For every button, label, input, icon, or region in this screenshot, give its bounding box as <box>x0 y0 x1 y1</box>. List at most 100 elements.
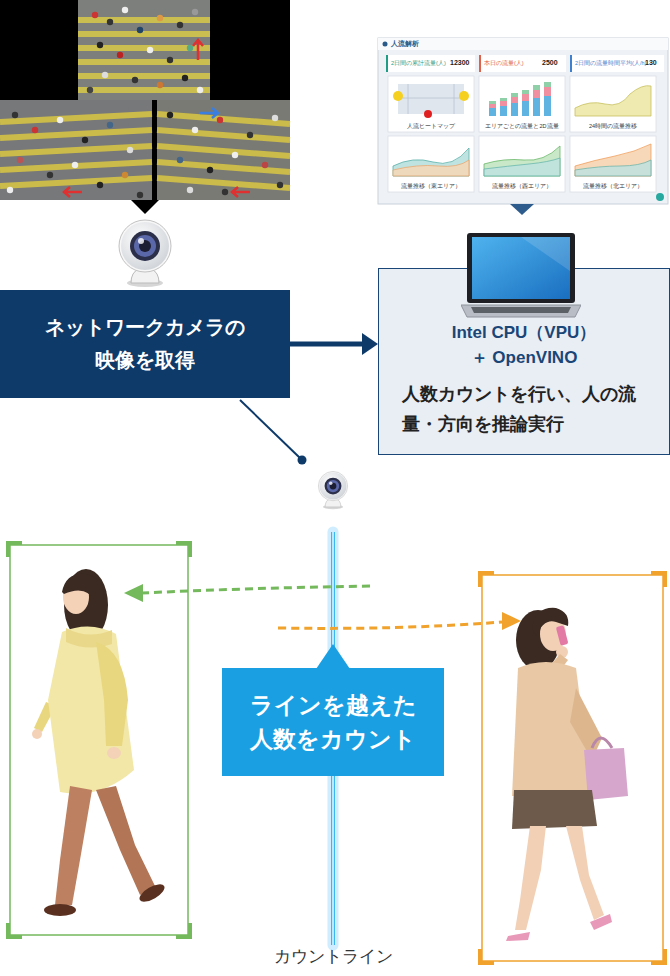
dashboard-screenshot <box>570 136 656 192</box>
crowd-photo <box>272 115 278 121</box>
crowd-photo <box>177 157 183 163</box>
dashboard-screenshot <box>570 76 656 132</box>
crowd-photo <box>78 17 210 23</box>
dashboard-screenshot <box>489 87 551 108</box>
crowd-photo <box>7 187 13 193</box>
dashboard-screenshot <box>398 84 464 114</box>
dashboard-screenshot <box>500 101 507 106</box>
crowd-photo <box>157 130 290 140</box>
crowd-photo <box>107 19 113 25</box>
dashboard-screenshot <box>378 38 668 50</box>
person-right <box>512 790 597 829</box>
dashboard-screenshot <box>489 104 496 108</box>
dashboard-screenshot <box>575 144 651 176</box>
crowd-photo <box>107 122 113 128</box>
detection-box <box>8 543 190 937</box>
crowd-photo <box>78 87 210 93</box>
laptop-icon <box>471 307 571 313</box>
dashboard-screenshot <box>522 101 529 116</box>
stat-value: 2500 <box>542 59 558 67</box>
laptop-icon <box>461 231 581 319</box>
detection-box <box>482 575 663 961</box>
dashboard-screenshot <box>388 136 474 192</box>
crowd-photo <box>127 147 133 153</box>
stat-label: 2日間の累計流量(人) <box>391 60 446 67</box>
direction-arrow <box>278 622 502 628</box>
person-right <box>592 738 612 748</box>
person-right <box>570 688 602 760</box>
detection-box <box>8 543 190 937</box>
dashboard-screenshot <box>393 91 403 101</box>
crowd-photo <box>157 15 163 21</box>
direction-arrow <box>502 612 521 630</box>
crowd-photo <box>157 100 290 200</box>
person-left <box>137 881 167 905</box>
dashboard-screenshot <box>383 42 388 47</box>
crowd-photo <box>64 40 250 197</box>
line-label: カウントライン <box>253 947 413 967</box>
leader-line <box>298 456 307 465</box>
dashboard-screenshot <box>656 193 664 201</box>
detection-box <box>480 573 665 963</box>
crowd-photo <box>192 127 198 133</box>
crowd-photo <box>197 87 203 93</box>
detection-box <box>10 545 188 935</box>
dashboard-screenshot <box>575 160 651 176</box>
dashboard-screenshot <box>393 148 469 176</box>
person-right <box>556 625 569 645</box>
crowd-photo <box>72 162 78 168</box>
crowd-photo <box>132 77 138 83</box>
dashboard-screenshot <box>533 98 540 116</box>
dashboard-screenshot <box>393 148 469 176</box>
dashboard-screenshot <box>479 55 566 72</box>
dashboard-screenshot <box>479 76 565 132</box>
crowd-photo <box>157 146 290 156</box>
dashboard-screenshot <box>522 90 529 94</box>
dashboard-screenshot <box>388 76 656 192</box>
dashboard-screenshot <box>393 84 469 118</box>
panel-label: 24時間の流量推移 <box>570 123 656 130</box>
dashboard-screenshot <box>398 84 464 114</box>
stat-value: 130 <box>645 59 657 67</box>
crowd-photo <box>78 31 210 37</box>
crowd-photo <box>167 112 173 118</box>
dashboard-screenshot <box>575 86 651 116</box>
crowd-photo <box>64 187 82 197</box>
dashboard-screenshot <box>500 98 507 101</box>
dashboard-screenshot <box>511 93 518 97</box>
crowd-photo <box>177 22 183 28</box>
person-right <box>590 914 612 930</box>
crowd-photo <box>157 162 290 172</box>
dashboard-screenshot <box>479 55 481 72</box>
crowd-photo <box>152 100 157 200</box>
direction-arrow <box>278 612 521 630</box>
crowd-photo <box>232 152 238 158</box>
crowd-photo <box>0 114 290 188</box>
crowd-photo <box>0 146 152 154</box>
dashboard-screenshot <box>489 101 496 104</box>
dashboard-screenshot <box>393 160 469 176</box>
dashboard-screenshot <box>479 136 565 192</box>
dashboard-screenshot <box>378 38 668 215</box>
person-right <box>506 608 628 941</box>
arrow-head <box>362 333 378 355</box>
crowd-photo <box>193 40 203 60</box>
dashboard-screenshot <box>489 96 551 116</box>
crowd-photo <box>7 7 283 198</box>
dashboard-screenshot <box>544 82 551 87</box>
dashboard-screenshot <box>489 108 496 116</box>
screen-title: 人流解析 <box>391 40 419 48</box>
dashboard-screenshot <box>459 91 469 101</box>
laptop-icon <box>461 305 581 317</box>
crowd-photo <box>247 132 253 138</box>
camera-icon <box>318 471 347 509</box>
crowd-photo <box>192 9 198 15</box>
dashboard-screenshot <box>386 55 475 72</box>
stat-label: 2日間の流量時間平均(人/h) <box>575 60 646 67</box>
person-left <box>44 904 76 916</box>
dashboard-screenshot <box>484 158 560 176</box>
dashboard-screenshot <box>544 87 551 96</box>
dashboard-screenshot <box>386 55 388 72</box>
flow-arrow-line <box>290 342 364 347</box>
